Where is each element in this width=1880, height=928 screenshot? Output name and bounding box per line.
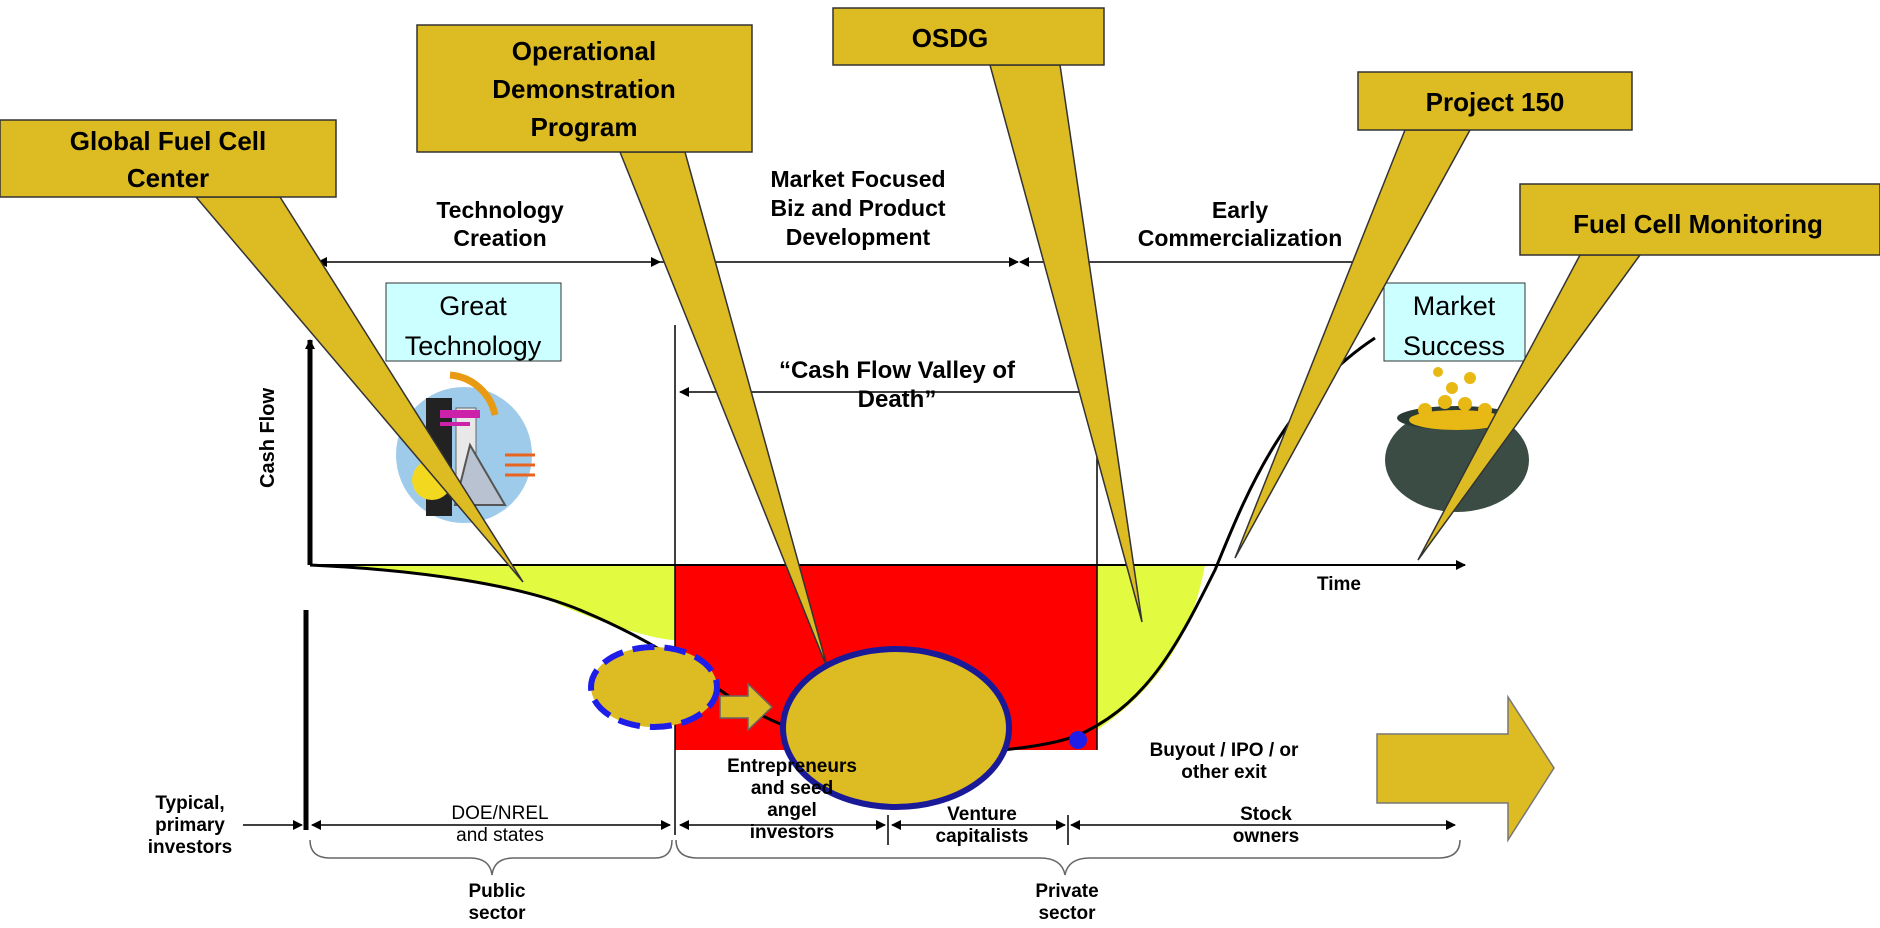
public-sector-brace: [309, 839, 673, 876]
callout-fuel-cell-monitoring: [1519, 183, 1880, 256]
callout-fuel-cell-monitoring-label: Fuel Cell Monitoring: [1573, 209, 1823, 239]
callout-osdg: [832, 7, 1105, 66]
market-success-box: [1383, 282, 1526, 362]
callout-operational-demo: [416, 24, 753, 153]
x-axis-label: Time: [1317, 574, 1361, 595]
callout-tail-osdg: [989, 64, 1143, 623]
y-axis-label: Cash Flow: [257, 388, 279, 488]
small-connector-arrow: [719, 682, 774, 732]
callout-project-150: [1357, 71, 1633, 131]
great-technology-box: [385, 282, 562, 362]
dashed-ellipse: [588, 644, 720, 730]
yellow-fill-right: [1097, 565, 1205, 730]
large-ellipse: [780, 646, 1012, 810]
curve-point-marker: [1069, 731, 1087, 749]
callout-project-150-label: Project 150: [1426, 87, 1565, 117]
callout-osdg-label: OSDG: [912, 23, 989, 53]
yellow-fill-left: [310, 565, 675, 640]
private-sector-brace: [675, 839, 1461, 876]
callout-global-fuel-cell: [0, 119, 337, 198]
lab-flask-icon: [396, 371, 535, 523]
block-arrow-icon: [1376, 694, 1555, 843]
